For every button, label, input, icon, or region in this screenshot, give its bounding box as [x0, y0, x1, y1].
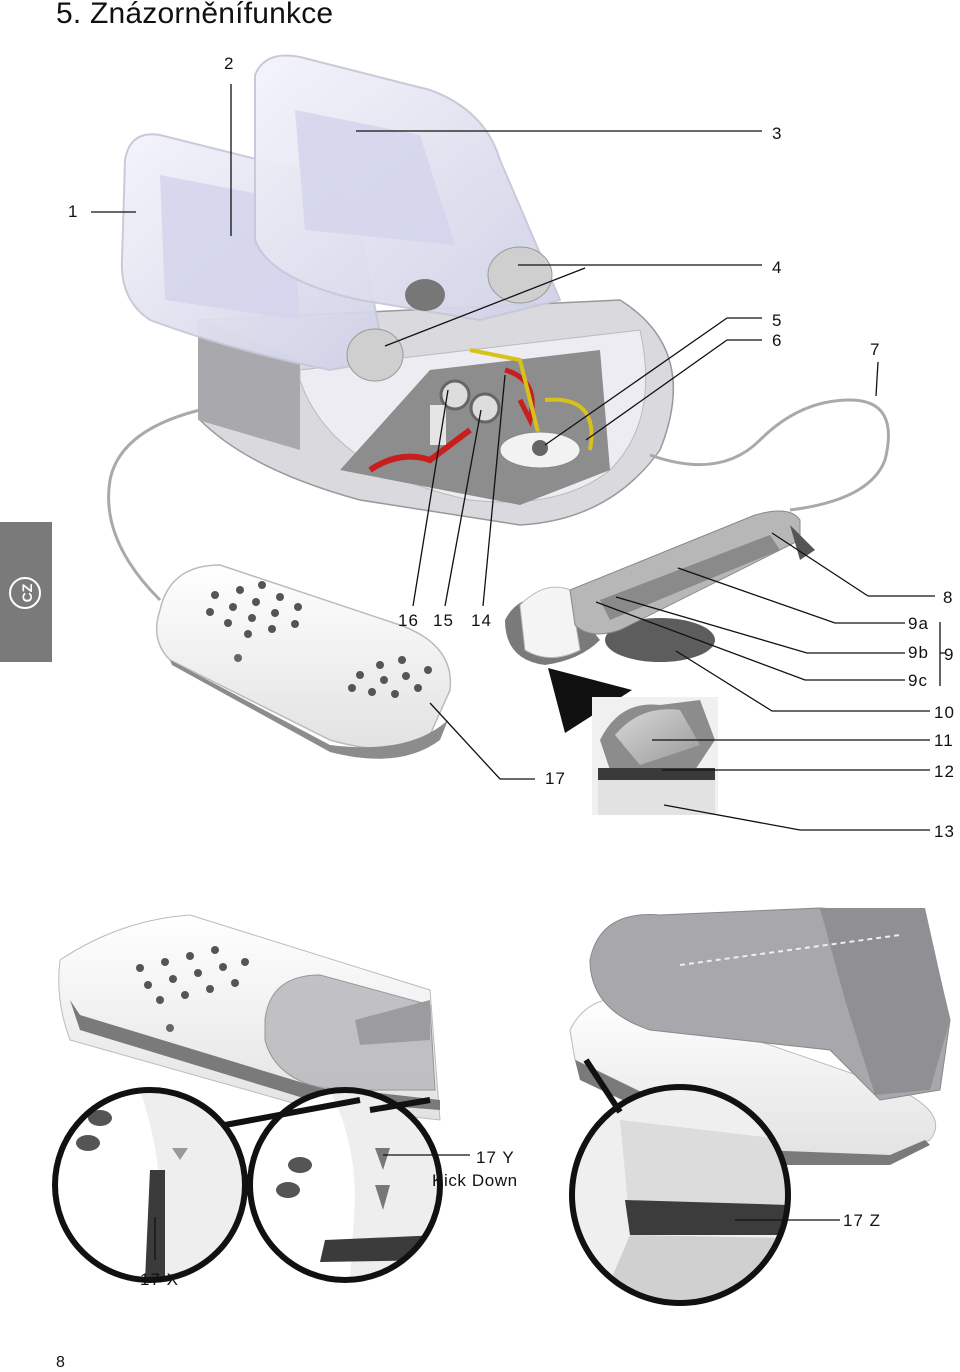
label-3: 3: [772, 124, 783, 143]
label-kick-down: Kick Down: [432, 1171, 518, 1190]
zoom-circle-x: [52, 1087, 248, 1283]
label-5: 5: [772, 311, 783, 330]
label-6: 6: [772, 331, 783, 350]
stand-detail: [592, 697, 718, 815]
label-4: 4: [772, 258, 783, 277]
foot-pedal: [155, 564, 452, 759]
label-12: 12: [934, 762, 955, 781]
label-16: 16: [398, 611, 419, 630]
label-17: 17: [545, 769, 566, 788]
label-10: 10: [934, 703, 955, 722]
interior: [340, 348, 610, 505]
pedal-pressed-scene: [569, 907, 951, 1165]
label-9b: 9b: [908, 643, 929, 662]
leader-lines: [91, 84, 945, 1260]
handpiece: [505, 510, 815, 665]
label-13: 13: [934, 822, 955, 841]
label-2: 2: [224, 54, 235, 73]
massage-rollers: [346, 246, 553, 382]
label-9c: 9c: [908, 671, 928, 690]
label-8: 8: [943, 588, 954, 607]
pedal-dots-a: [206, 581, 302, 638]
label-17z: 17 Z: [843, 1211, 882, 1230]
zoom-circle-y: [247, 1087, 443, 1283]
label-7: 7: [870, 340, 881, 359]
label-11: 11: [934, 731, 954, 750]
sole-plate-right: [254, 54, 562, 322]
label-9: 9: [944, 645, 955, 664]
label-17x: 17 X: [140, 1270, 179, 1289]
pedal-kickdown-scene: [58, 914, 441, 1121]
label-1: 1: [68, 202, 79, 221]
page-title: 5. Znázorněnífunkce: [56, 0, 334, 30]
arrow-indicator: [548, 668, 632, 733]
label-9a: 9a: [908, 614, 929, 633]
label-14: 14: [471, 611, 492, 630]
language-tab: CZ: [0, 522, 52, 662]
pedal-dots-b: [348, 656, 432, 698]
page-number: 8: [56, 1354, 65, 1371]
label-17y: 17 Y: [476, 1148, 515, 1167]
zoom-circle-z: [569, 1084, 791, 1306]
label-15: 15: [433, 611, 454, 630]
cables: [107, 398, 890, 602]
